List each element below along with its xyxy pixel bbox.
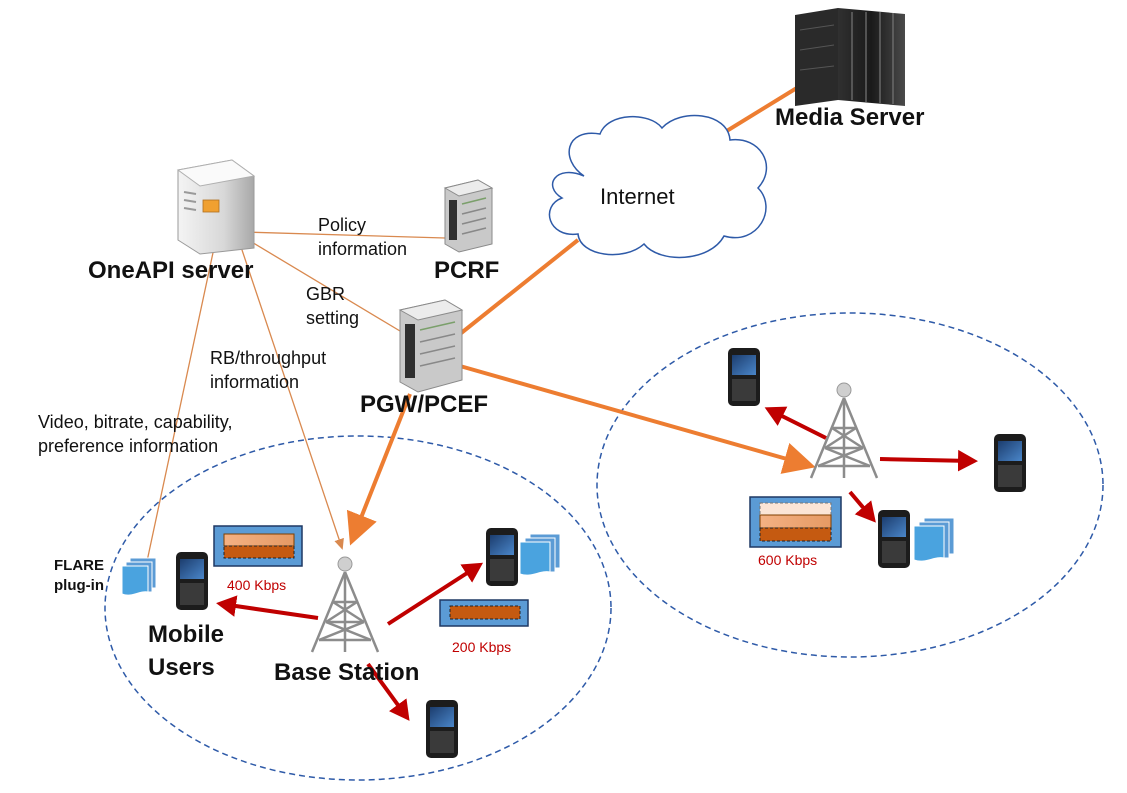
oneapi-server-icon	[176, 159, 256, 255]
mobile-phone-icon	[728, 348, 760, 406]
link-oneapi-flare	[145, 247, 215, 567]
buffer-400-icon	[213, 525, 303, 567]
flare-plugin-label: FLARE plug-in	[54, 557, 104, 594]
pcrf-server-icon	[443, 179, 494, 253]
mobile-phone-icon	[426, 700, 458, 758]
media-server-icon	[795, 8, 905, 106]
link-oneapi-pcrf	[242, 231, 446, 239]
rate-600-label: 600 Kbps	[758, 552, 818, 568]
arrow-to-remote-user-lower	[848, 490, 876, 523]
arrow-to-remote-user-right	[879, 449, 978, 472]
link-pgw-basestation-left	[346, 393, 412, 546]
arrow-to-user-upper-right	[386, 562, 484, 626]
link-oneapi-basestation	[239, 243, 344, 550]
link-pgw-basestation-right	[459, 364, 816, 474]
remote-base-station-tower-icon	[809, 382, 879, 479]
base-station-tower-icon	[310, 556, 380, 653]
pgw-label: PGW/PCEF	[360, 391, 489, 418]
cell-boundary-right	[596, 312, 1104, 658]
rate-400-label: 400 Kbps	[227, 577, 287, 593]
flare-plugin-icon	[121, 557, 157, 596]
rate-200-label: 200 Kbps	[452, 639, 512, 655]
gbr-setting-label: GBR setting	[306, 284, 360, 328]
mobile-users-label: Mobile Users	[148, 621, 224, 681]
mobile-phone-icon	[486, 528, 518, 586]
buffer-600-icon	[749, 496, 842, 548]
oneapi-server-label: OneAPI server	[88, 257, 254, 284]
rb-throughput-label: RB/throughput information	[210, 348, 327, 392]
internet-cloud-icon	[548, 114, 768, 259]
pgw-server-icon	[398, 299, 464, 393]
link-oneapi-pgw	[244, 237, 406, 335]
link-pgw-internet	[453, 238, 580, 340]
mobile-phone-icon	[176, 552, 208, 610]
video-info-label: Video, bitrate, capability, preference i…	[38, 412, 233, 456]
pcrf-label: PCRF	[434, 257, 500, 284]
buffer-200-icon	[439, 599, 529, 627]
mobile-phone-icon	[994, 434, 1026, 492]
arrow-to-user-bottom	[366, 662, 410, 721]
base-station-label: Base Station	[274, 659, 420, 686]
arrow-to-remote-user-upper-left	[764, 406, 827, 440]
cell-boundary-left	[104, 435, 612, 781]
policy-info-label: Policy information	[318, 215, 408, 259]
internet-label: Internet	[600, 184, 675, 209]
video-stack-icon	[519, 533, 561, 576]
media-server-label: Media Server	[775, 104, 925, 131]
video-stack-icon	[913, 517, 955, 562]
mobile-phone-icon	[878, 510, 910, 568]
arrow-to-user-left	[216, 595, 319, 620]
